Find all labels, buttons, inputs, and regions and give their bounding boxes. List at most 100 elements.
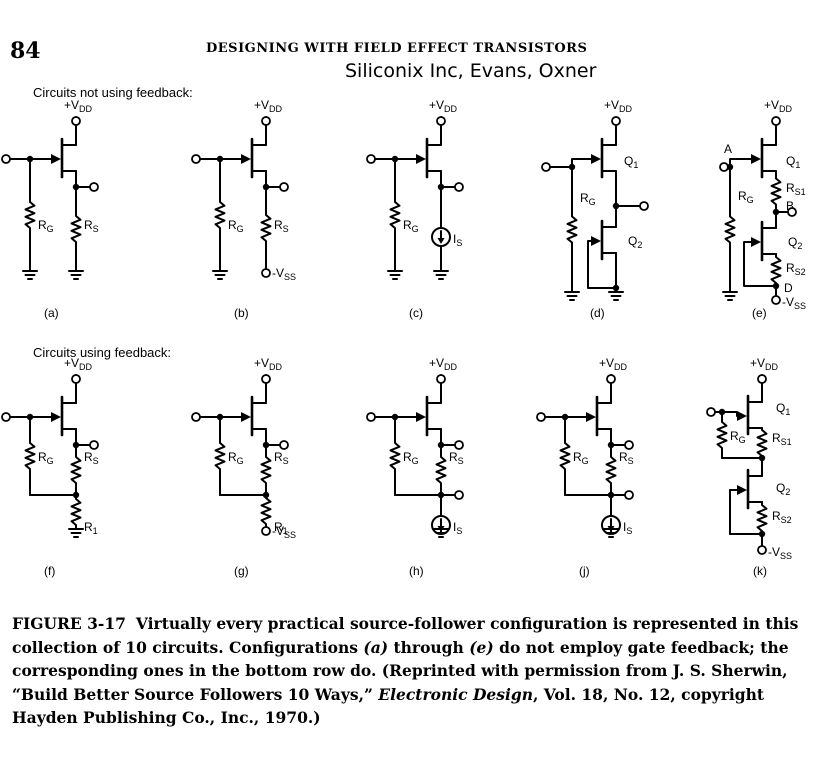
rg-resistor [24,416,36,496]
q2-label: Q2 [628,234,642,250]
terminal [89,182,99,192]
gate-arrow-icon [241,412,251,422]
handwritten-annotation: Siliconix Inc, Evans, Oxner [345,60,597,82]
rg-label: RG [580,191,596,207]
gate-arrow-icon [737,411,747,421]
terminal [719,162,729,172]
terminal [71,374,81,384]
terminal [624,440,634,450]
rs-label: RS [84,218,99,234]
rs-resistor [605,444,617,496]
rg-label: RG [228,218,244,234]
terminal [611,116,621,126]
caption-journal: Electronic Design [378,684,533,704]
rg-label: RG [228,450,244,466]
terminal [771,295,781,305]
rs1-resistor [756,427,768,459]
terminal [279,440,289,450]
terminal [536,412,546,422]
rs2-resistor [770,253,782,287]
gate-arrow-icon [586,412,596,422]
rg-resistor [24,158,36,272]
terminal [279,182,289,192]
is-label: IS [453,520,462,536]
vdd-label: +VDD [254,98,283,114]
gate-arrow-icon [751,237,761,247]
page-number: 84 [10,38,41,64]
terminal [71,116,81,126]
terminal [261,268,271,278]
rs1-resistor [770,170,782,213]
rs1-label: RS1 [772,431,792,447]
rs-resistor [70,444,82,496]
terminal [757,374,767,384]
caption-text: Virtually every practical source-followe… [12,614,799,657]
section-heading-feedback: Circuits using feedback: [33,345,172,360]
rs2-label: RS2 [772,509,792,525]
q2-gate-wire [743,241,777,287]
rs-label: RS [274,450,289,466]
rg-resistor [214,158,226,272]
rs1-label: RS1 [786,181,806,197]
gate-wire [714,411,738,417]
gate-arrow-icon [51,154,61,164]
terminal [787,207,797,217]
terminal [1,154,11,164]
rs-resistor [260,444,272,496]
rs-resistor [70,186,82,272]
vdd-label: +VDD [750,356,779,372]
is-label: IS [623,520,632,536]
r1-resistor [70,494,82,530]
rg-label: RG [738,189,754,205]
terminal [261,374,271,384]
vdd-label: +VDD [429,356,458,372]
q1-label: Q1 [776,401,790,417]
vss-label: -VSS [782,295,806,311]
caption-ref-a: (a) [363,637,389,657]
q2-label: Q2 [788,235,802,251]
rs-resistor [435,444,447,496]
terminal [771,116,781,126]
terminal [261,116,271,126]
rs-resistor [260,186,272,270]
gate-arrow-icon [51,412,61,422]
rg-resistor [566,166,578,293]
gate-arrow-icon [416,154,426,164]
terminal [454,182,464,192]
rg-resistor [389,416,401,496]
vss-label: -VSS [768,545,792,561]
rs2-label: RS2 [786,261,806,277]
terminal [606,374,616,384]
terminal [191,412,201,422]
q2-gate-wire [587,240,617,289]
rg-label: RG [403,218,419,234]
rg-label: RG [403,450,419,466]
gate-wire [549,158,592,168]
circuit-label: (h) [409,564,424,578]
terminal [436,116,446,126]
circuit-label: (j) [579,564,590,578]
gate-arrow-icon [241,154,251,164]
junction-dot [612,284,620,292]
vss-label: -VSS [272,266,296,282]
q1-label: Q1 [624,154,638,170]
r1-resistor [260,494,272,528]
node-b-label: B [786,199,794,213]
terminal [639,201,649,211]
rs-label: RS [619,450,634,466]
terminal [454,440,464,450]
circuit-label: (a) [44,306,59,320]
terminal [706,407,716,417]
rg-resistor [214,416,226,496]
caption-text: do not employ gate feedback; the corresp… [12,637,789,704]
section-heading-no-feedback: Circuits not using feedback: [33,85,193,100]
terminal [1,412,11,422]
rg-resistor [716,411,728,459]
current-arrow-icon [437,238,445,244]
circuit-label: (b) [234,306,249,320]
terminal [366,154,376,164]
rs-label: RS [84,450,99,466]
node-d-label: D [784,281,793,295]
vdd-label: +VDD [64,98,93,114]
